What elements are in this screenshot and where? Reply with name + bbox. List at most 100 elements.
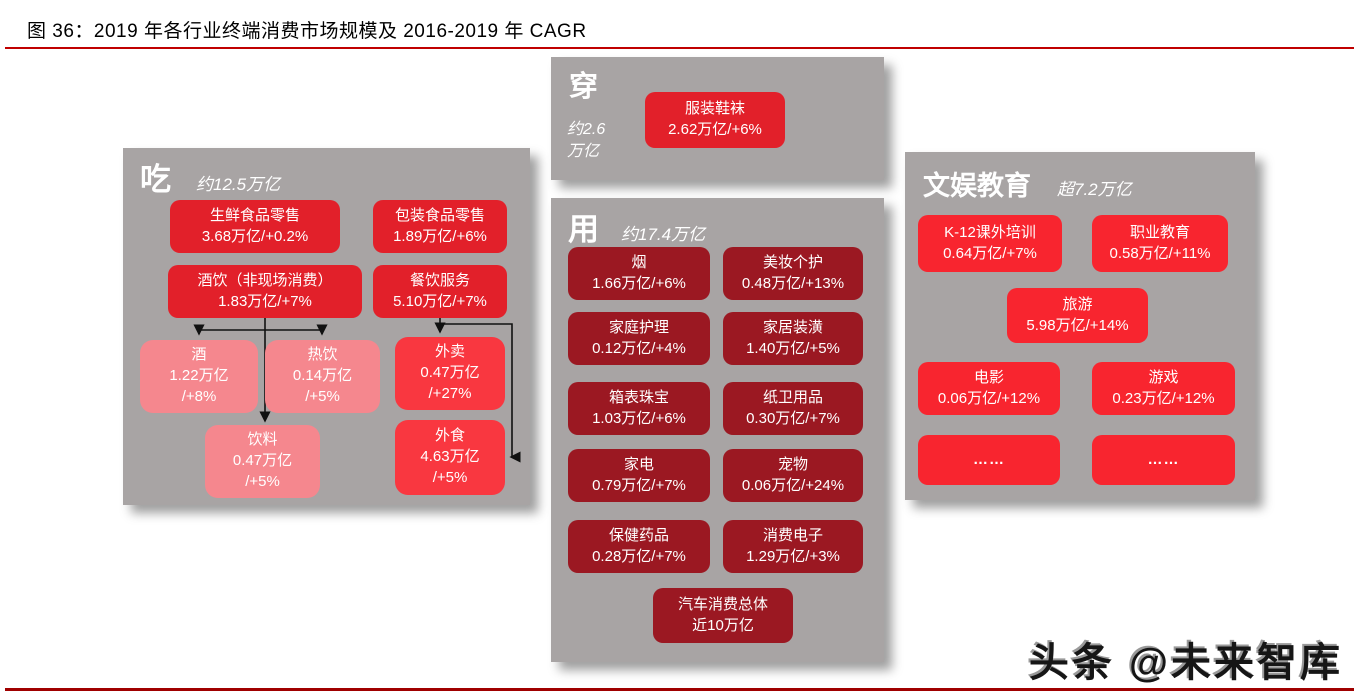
box-value: 0.14万亿: [292, 367, 353, 385]
box-dine-out: 外食 4.63万亿 /+5%: [395, 420, 505, 495]
watermark-toutiao: 头条 @未来智库: [1028, 641, 1343, 685]
box-apparel-footwear: 服装鞋袜 2.62万亿/+6%: [645, 92, 785, 148]
box-value: 0.47万亿: [420, 364, 480, 382]
box-health-medicine: 保健药品 0.28万亿/+7%: [568, 520, 710, 573]
box-value: 近10万亿: [692, 616, 754, 634]
box-label: 家电: [623, 455, 654, 473]
box-value: 1.83万亿/+7%: [218, 292, 312, 310]
panel-use-subtitle: 约17.4万亿: [621, 225, 706, 244]
box-label: 餐饮服务: [409, 271, 470, 289]
panel-eat-label: 吃: [140, 162, 171, 197]
box-ellipsis-2: ……: [1092, 435, 1235, 485]
panel-eat: 吃 约12.5万亿 生鲜食品零售 3.68万亿/+0.2% 包装食品零售 1.8…: [123, 148, 530, 505]
box-value2: /+27%: [428, 384, 472, 402]
box-label: 热饮: [307, 346, 338, 364]
box-value: 0.48万亿/+13%: [741, 274, 845, 292]
box-value: 3.68万亿/+0.2%: [201, 227, 309, 245]
box-consumer-electronics: 消费电子 1.29万亿/+3%: [723, 520, 863, 573]
box-label: 箱表珠宝: [608, 388, 669, 406]
box-bags-watches-jewelry: 箱表珠宝 1.03万亿/+6%: [568, 382, 710, 435]
box-home-care: 家庭护理 0.12万亿/+4%: [568, 312, 710, 365]
box-value: 2.62万亿/+6%: [668, 121, 762, 138]
box-value: 1.03万亿/+6%: [592, 409, 686, 427]
box-value: 1.29万亿/+3%: [746, 547, 840, 565]
box-value: 4.63万亿: [420, 448, 480, 466]
panel-ent-label: 文娱教育: [923, 171, 1031, 201]
box-label: 家居装潢: [762, 318, 823, 336]
box-value: 0.28万亿/+7%: [592, 547, 686, 565]
box-tissue-hygiene: 纸卫用品 0.30万亿/+7%: [723, 382, 863, 435]
box-home-decoration: 家居装潢 1.40万亿/+5%: [723, 312, 863, 365]
box-value: 0.64万亿/+7%: [943, 244, 1037, 262]
box-value: 1.89万亿/+6%: [393, 227, 487, 245]
panel-use: 用 约17.4万亿 烟 1.66万亿/+6% 美妆个护 0.48万亿/+13% …: [551, 198, 884, 662]
box-label: 服装鞋袜: [684, 100, 745, 118]
box-label: 消费电子: [762, 526, 823, 544]
box-label: 饮料: [247, 431, 278, 449]
box-label: K-12课外培训: [944, 223, 1036, 241]
box-takeout: 外卖 0.47万亿 /+27%: [395, 337, 505, 410]
box-label: 外卖: [434, 343, 465, 361]
box-value: 0.06万亿/+24%: [741, 476, 845, 494]
box-home-appliances: 家电 0.79万亿/+7%: [568, 449, 710, 502]
panel-use-label: 用: [568, 212, 599, 247]
box-label: 纸卫用品: [762, 388, 823, 406]
box-travel: 旅游 5.98万亿/+14%: [1007, 288, 1148, 343]
box-value: 0.47万亿: [232, 452, 293, 470]
panel-wear: 穿 约2.6 万亿 服装鞋袜 2.62万亿/+6%: [551, 57, 884, 180]
box-label: 电影: [973, 368, 1004, 386]
panel-wear-subtitle-line2: 万亿: [567, 143, 600, 160]
box-label: 家庭护理: [608, 318, 669, 336]
panel-wear-label: 穿: [569, 71, 599, 103]
box-value: 1.22万亿: [169, 367, 229, 385]
box-value: 5.98万亿/+14%: [1026, 316, 1129, 334]
box-k12-training: K-12课外培训 0.64万亿/+7%: [918, 215, 1062, 272]
box-value: 0.58万亿/+11%: [1109, 244, 1211, 262]
box-label: 外食: [434, 427, 465, 445]
panel-ent-subtitle: 超7.2万亿: [1057, 180, 1132, 199]
box-value: 1.40万亿/+5%: [746, 339, 840, 357]
box-value2: /+5%: [305, 387, 340, 405]
box-label: ……: [973, 450, 1005, 468]
box-movies: 电影 0.06万亿/+12%: [918, 362, 1060, 415]
figure-title: 图 36：2019 年各行业终端消费市场规模及 2016-2019 年 CAGR: [27, 21, 587, 42]
box-catering-service: 餐饮服务 5.10万亿/+7%: [373, 265, 507, 318]
box-fresh-food-retail: 生鲜食品零售 3.68万亿/+0.2%: [170, 200, 340, 253]
box-label: 酒: [191, 346, 207, 364]
box-label: 美妆个护: [762, 253, 823, 271]
box-value2: /+5%: [245, 472, 280, 490]
box-packaged-food-retail: 包装食品零售 1.89万亿/+6%: [373, 200, 507, 253]
box-label: 职业教育: [1129, 223, 1190, 241]
box-label: 汽车消费总体: [677, 595, 768, 613]
box-label: 包装食品零售: [394, 206, 485, 224]
panel-wear-subtitle-line1: 约2.6: [567, 121, 606, 138]
box-pets: 宠物 0.06万亿/+24%: [723, 449, 863, 502]
box-alcohol: 酒 1.22万亿 /+8%: [140, 340, 258, 413]
panel-eat-subtitle: 约12.5万亿: [196, 175, 281, 194]
box-value: 0.06万亿/+12%: [937, 389, 1041, 407]
box-beauty-personal-care: 美妆个护 0.48万亿/+13%: [723, 247, 863, 300]
box-vocational-education: 职业教育 0.58万亿/+11%: [1092, 215, 1228, 272]
box-label: ……: [1147, 450, 1180, 468]
box-value: 5.10万亿/+7%: [393, 292, 487, 310]
box-hot-drinks: 热饮 0.14万亿 /+5%: [265, 340, 380, 413]
box-label: 生鲜食品零售: [209, 206, 300, 224]
panel-entertainment-education: 文娱教育 超7.2万亿 K-12课外培训 0.64万亿/+7% 职业教育 0.5…: [905, 152, 1255, 500]
box-tobacco: 烟 1.66万亿/+6%: [568, 247, 710, 300]
box-label: 宠物: [777, 455, 808, 473]
box-value: 0.12万亿/+4%: [592, 339, 686, 357]
box-alcohol-beverage: 酒饮（非现场消费） 1.83万亿/+7%: [168, 265, 362, 318]
box-label: 酒饮（非现场消费）: [197, 271, 333, 289]
box-value2: /+5%: [432, 468, 468, 486]
box-label: 保健药品: [608, 526, 669, 544]
box-auto-consumption: 汽车消费总体 近10万亿: [653, 588, 793, 643]
box-ellipsis-1: ……: [918, 435, 1060, 485]
title-divider-line: [5, 47, 1354, 49]
box-label: 旅游: [1062, 295, 1093, 313]
box-label: 烟: [631, 253, 647, 271]
bottom-divider-line: [5, 688, 1354, 691]
box-value: 0.79万亿/+7%: [592, 476, 686, 494]
box-label: 游戏: [1148, 368, 1179, 386]
box-value: 0.30万亿/+7%: [746, 409, 840, 427]
